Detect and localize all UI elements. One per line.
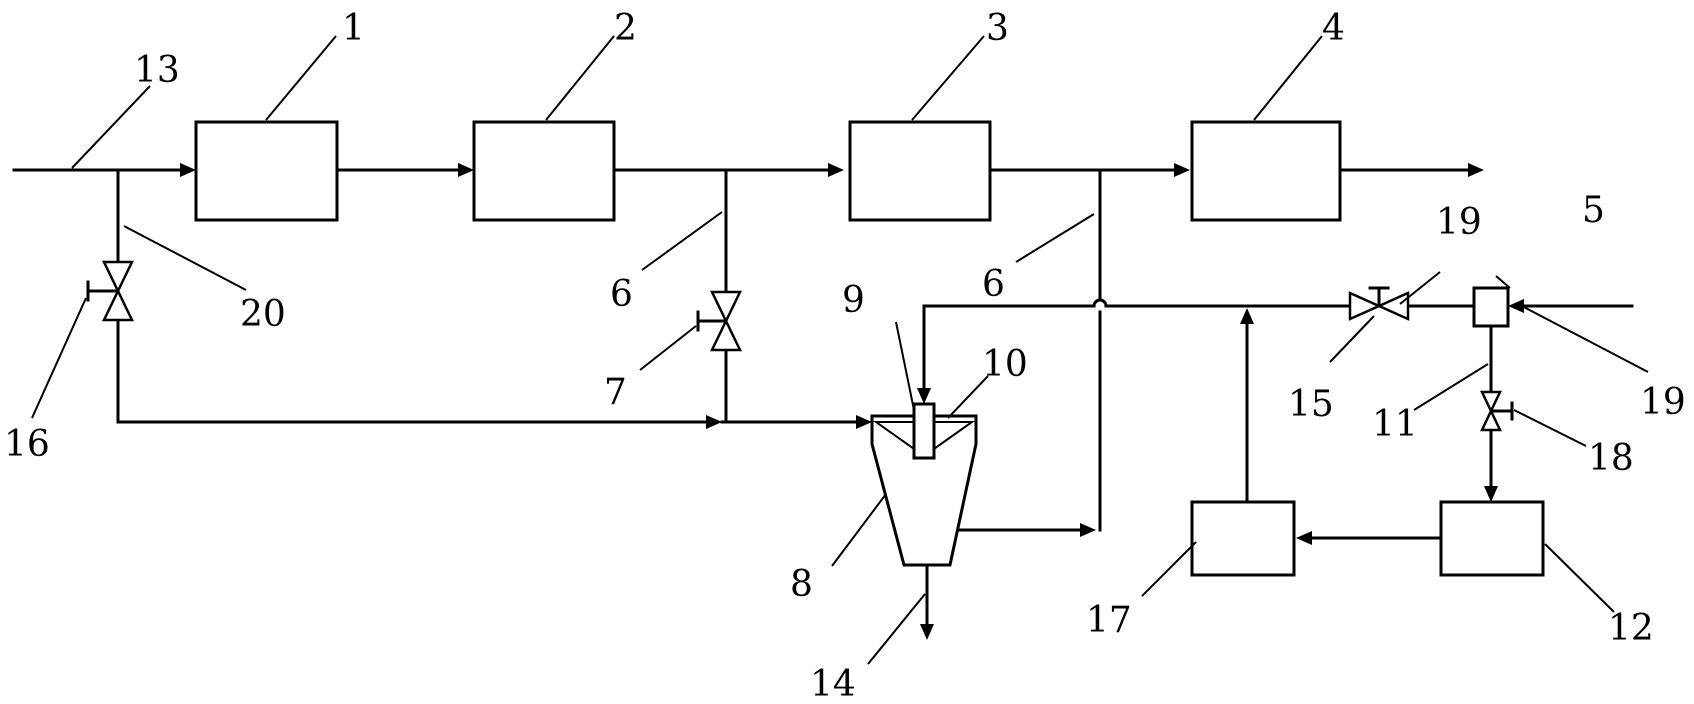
label-20: 20 — [240, 294, 286, 335]
label-9: 9 — [842, 280, 865, 321]
label-16: 16 — [4, 424, 50, 465]
cyclone-8 — [870, 414, 978, 567]
valve-18 — [1480, 390, 1514, 432]
label-15: 15 — [1288, 384, 1334, 425]
label-6a: 6 — [610, 274, 633, 315]
branch-line-6a — [720, 168, 872, 429]
gas-line-19 — [917, 299, 1634, 404]
line-11 — [1484, 324, 1498, 502]
label-7: 7 — [604, 372, 627, 413]
label-12: 12 — [1608, 608, 1654, 649]
line-17-up — [1240, 308, 1254, 504]
leader-lines — [31, 35, 1649, 665]
return-line-6b — [948, 168, 1108, 537]
main-line — [12, 163, 1484, 177]
valve-15 — [1348, 286, 1410, 321]
underflow-outlet-14 — [920, 563, 934, 640]
unit-2-box — [472, 120, 616, 222]
label-3: 3 — [986, 8, 1009, 49]
unit-12-box — [1439, 500, 1545, 577]
label-19a: 19 — [1436, 202, 1482, 243]
label-18: 18 — [1588, 438, 1634, 479]
label-6b: 6 — [982, 264, 1005, 305]
label-13: 13 — [134, 50, 180, 91]
unit-1-box — [194, 120, 339, 222]
unit-4-box — [1190, 120, 1342, 222]
label-14: 14 — [810, 664, 856, 704]
line-12-to-17 — [1296, 531, 1443, 545]
label-10: 10 — [982, 344, 1028, 385]
nozzle-9 — [912, 402, 936, 460]
label-19b: 19 — [1640, 382, 1686, 423]
label-1: 1 — [342, 8, 365, 49]
label-5: 5 — [1582, 190, 1605, 231]
vessel-5 — [1472, 286, 1510, 328]
label-17: 17 — [1086, 600, 1132, 641]
valve-7 — [696, 290, 742, 352]
unit-3-box — [848, 120, 992, 222]
label-11: 11 — [1372, 404, 1418, 445]
label-4: 4 — [1322, 8, 1345, 49]
unit-17-box — [1190, 500, 1296, 577]
valve-16 — [86, 260, 134, 322]
bypass-line-20 — [116, 168, 722, 429]
label-8: 8 — [790, 564, 813, 605]
label-2: 2 — [614, 8, 637, 49]
